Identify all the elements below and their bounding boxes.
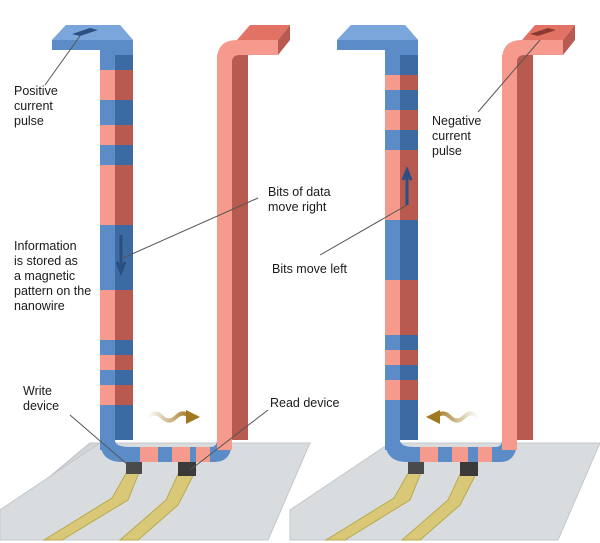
- left-leader-lines: [44, 35, 269, 471]
- read-device-label: Read device: [270, 396, 340, 410]
- right-write-device: [408, 460, 424, 474]
- write-device-label: Write device: [23, 384, 60, 413]
- right-top-arrow-icon: [530, 28, 556, 36]
- left-platform-surface: [0, 442, 311, 541]
- positive-current-pulse-label: Positive current pulse: [14, 84, 58, 128]
- left-wire: [52, 25, 290, 462]
- right-wiggle-arrow-icon: [434, 411, 480, 423]
- bits-move-right-label: Bits of data move right: [268, 185, 331, 214]
- left-read-device: [178, 460, 196, 476]
- right-panel: [289, 25, 600, 541]
- information-stored-label: Information is stored as a magnetic patt…: [14, 239, 92, 313]
- left-wiggle-arrow-icon: [146, 411, 192, 423]
- right-wire-up-arrow-icon: [401, 165, 413, 205]
- right-read-device: [460, 460, 478, 476]
- right-leader-lines: [319, 39, 541, 256]
- right-wire: [337, 25, 575, 462]
- bits-move-left-label: Bits move left: [272, 262, 348, 276]
- left-wire-down-arrow-icon: [115, 235, 127, 277]
- left-write-device: [126, 460, 142, 474]
- left-panel: [0, 25, 312, 541]
- left-top-arrow-icon: [72, 28, 98, 36]
- negative-current-pulse-label: Negative current pulse: [432, 114, 482, 158]
